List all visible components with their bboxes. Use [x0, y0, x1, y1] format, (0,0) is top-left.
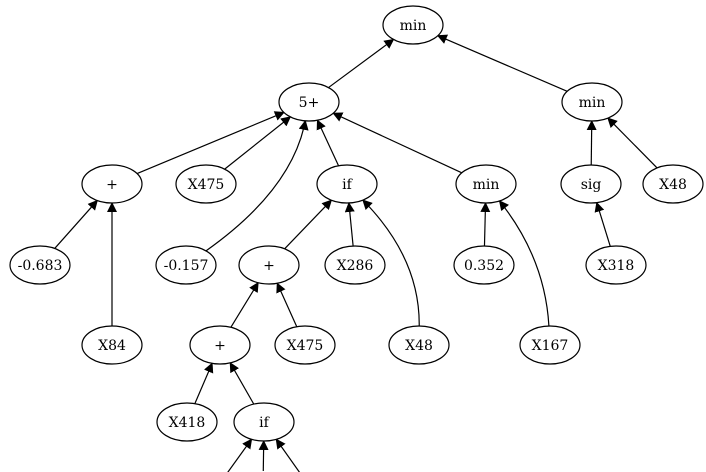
edge-n_x167-to-n_min_mid — [498, 200, 550, 327]
edge-n_x418-to-n_plus3 — [194, 362, 214, 404]
node-ellipse — [156, 402, 218, 442]
node-n_x318: X318 — [585, 245, 647, 285]
node-label: 5+ — [299, 95, 320, 111]
node-label: if — [342, 177, 353, 193]
node-n_x475a: X475 — [175, 164, 237, 204]
node-ellipse — [238, 245, 300, 285]
node-ellipse — [175, 164, 237, 204]
node-n_m0157: -0.157 — [155, 245, 217, 285]
edge-n_sig-to-n_min_right — [586, 119, 597, 166]
node-ellipse — [81, 164, 143, 204]
node-n_x475b: X475 — [274, 325, 336, 365]
node-ellipse — [324, 245, 386, 285]
node-label: + — [106, 177, 118, 193]
edge-n_if2_c3-to-n_if2 — [275, 438, 301, 472]
node-label: min — [473, 177, 500, 193]
node-n_min_root: min — [382, 5, 444, 45]
edge-n_if2_c1-to-n_if2 — [227, 438, 253, 472]
node-label: 0.352 — [464, 258, 504, 274]
node-n_plus2: + — [238, 245, 300, 285]
node-label: + — [214, 338, 226, 354]
node-label: min — [400, 18, 427, 34]
node-ellipse — [278, 82, 340, 122]
node-n_x84: X84 — [81, 325, 143, 365]
edge-n_min_mid-to-n_5plus — [332, 112, 463, 174]
node-n_min_mid: min — [455, 164, 517, 204]
node-label: X475 — [287, 338, 324, 354]
edge-n_x286-to-n_if1 — [344, 201, 355, 247]
node-n_x48b: X48 — [388, 325, 450, 365]
node-n_x48a: X48 — [642, 164, 704, 204]
node-label: if — [259, 415, 270, 431]
node-ellipse — [81, 325, 143, 365]
node-ellipse — [189, 325, 251, 365]
edge-n_x48a-to-n_min_right — [607, 117, 658, 169]
node-ellipse — [642, 164, 704, 204]
node-ellipse — [560, 164, 622, 204]
edge-n_m0683-to-n_plus1 — [54, 199, 98, 249]
node-ellipse — [382, 5, 444, 45]
node-ellipse — [9, 245, 71, 285]
edge-n_x475a-to-n_5plus — [224, 116, 292, 170]
node-ellipse — [388, 325, 450, 365]
edge-n_if1-to-n_5plus — [316, 119, 340, 167]
edge-n_plus2-to-n_if1 — [284, 199, 333, 250]
node-ellipse — [316, 164, 378, 204]
node-label: X318 — [598, 258, 635, 274]
node-n_5plus: 5+ — [278, 82, 340, 122]
node-label: X167 — [532, 338, 569, 354]
edge-n_0352-to-n_min_mid — [480, 201, 491, 247]
node-label: sig — [581, 177, 602, 193]
node-n_x167: X167 — [519, 325, 581, 365]
node-n_0352: 0.352 — [453, 245, 515, 285]
node-ellipse — [453, 245, 515, 285]
node-label: X286 — [337, 258, 374, 274]
edge-n_x475b-to-n_plus2 — [276, 282, 298, 327]
edge-n_x48b-to-n_if1 — [362, 199, 420, 327]
edges-layer — [54, 34, 658, 472]
edge-n_plus3-to-n_plus2 — [230, 281, 259, 328]
node-n_if2: if — [233, 402, 295, 442]
node-label: X48 — [659, 177, 687, 193]
edge-n_5plus-to-n_min_root — [328, 38, 395, 89]
node-ellipse — [585, 245, 647, 285]
node-label: + — [263, 258, 275, 274]
node-ellipse — [455, 164, 517, 204]
node-ellipse — [233, 402, 295, 442]
node-label: X475 — [188, 177, 225, 193]
edge-n_plus1-to-n_5plus — [136, 111, 285, 175]
node-n_x418: X418 — [156, 402, 218, 442]
node-label: min — [579, 95, 606, 111]
node-n_m0683: -0.683 — [9, 245, 71, 285]
edge-n_min_right-to-n_min_root — [436, 34, 568, 92]
node-label: -0.157 — [164, 258, 209, 274]
node-ellipse — [519, 325, 581, 365]
node-label: X48 — [405, 338, 433, 354]
node-label: -0.683 — [18, 258, 63, 274]
node-n_plus3: + — [189, 325, 251, 365]
node-n_if1: if — [316, 164, 378, 204]
node-n_x286: X286 — [324, 245, 386, 285]
node-n_min_right: min — [561, 82, 623, 122]
edge-n_if2-to-n_plus3 — [229, 361, 255, 405]
node-label: X418 — [169, 415, 206, 431]
node-n_plus1: + — [81, 164, 143, 204]
node-ellipse — [274, 325, 336, 365]
node-ellipse — [155, 245, 217, 285]
node-n_sig: sig — [560, 164, 622, 204]
node-label: X84 — [98, 338, 126, 354]
edge-n_x318-to-n_sig — [594, 201, 611, 247]
edge-n_m0157-to-n_5plus — [205, 119, 309, 252]
node-ellipse — [561, 82, 623, 122]
